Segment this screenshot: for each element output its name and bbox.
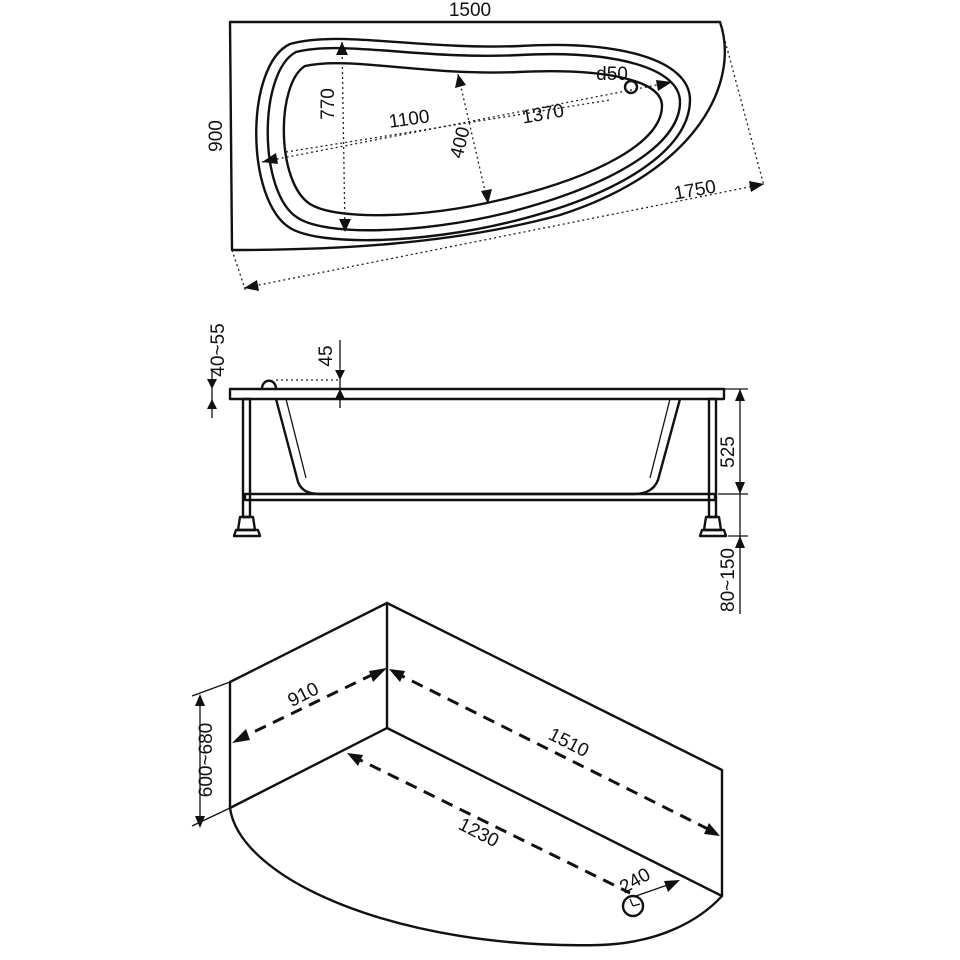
top-view-outline — [228, 20, 727, 252]
dim-80-150: 80~150 — [718, 548, 739, 612]
top-view-rim-middle — [266, 46, 682, 232]
dim-400: 400 — [447, 125, 475, 161]
dim-240: 240 — [616, 864, 654, 898]
dim-770: 770 — [318, 88, 339, 120]
dim-600-680: 600~680 — [196, 723, 217, 798]
dim-900: 900 — [206, 120, 227, 152]
panel-side-face — [228, 601, 389, 810]
top-view-bowl — [282, 61, 664, 217]
panel-drain-circle — [621, 894, 645, 918]
side-view-tub-body — [274, 397, 682, 496]
dim-1500: 1500 — [449, 0, 491, 21]
dim-1750: 1750 — [672, 177, 717, 205]
panel-base-curve — [228, 806, 724, 947]
top-view-rim-outer — [255, 37, 692, 242]
dim-d50: d50 — [596, 64, 628, 85]
dim-1510: 1510 — [545, 724, 592, 762]
dim-1100: 1100 — [388, 106, 431, 132]
dim-40-55: 40~55 — [208, 323, 229, 376]
overflow-bump — [260, 379, 278, 391]
dim-45: 45 — [316, 345, 337, 366]
dim-910: 910 — [285, 679, 323, 712]
panel-front-face — [385, 601, 724, 898]
panel-view: 910 1510 1230 240 600~680 — [191, 601, 724, 947]
top-view: 1500 900 770 1100 400 1370 d50 1750 — [206, 0, 765, 293]
side-view-rim — [228, 387, 726, 401]
side-view-frame-bar — [243, 492, 717, 502]
dim-525: 525 — [718, 436, 739, 468]
dim-1370: 1370 — [520, 101, 565, 129]
side-view: 40~55 45 525 80~150 — [207, 323, 748, 614]
drain-circle — [623, 79, 639, 95]
